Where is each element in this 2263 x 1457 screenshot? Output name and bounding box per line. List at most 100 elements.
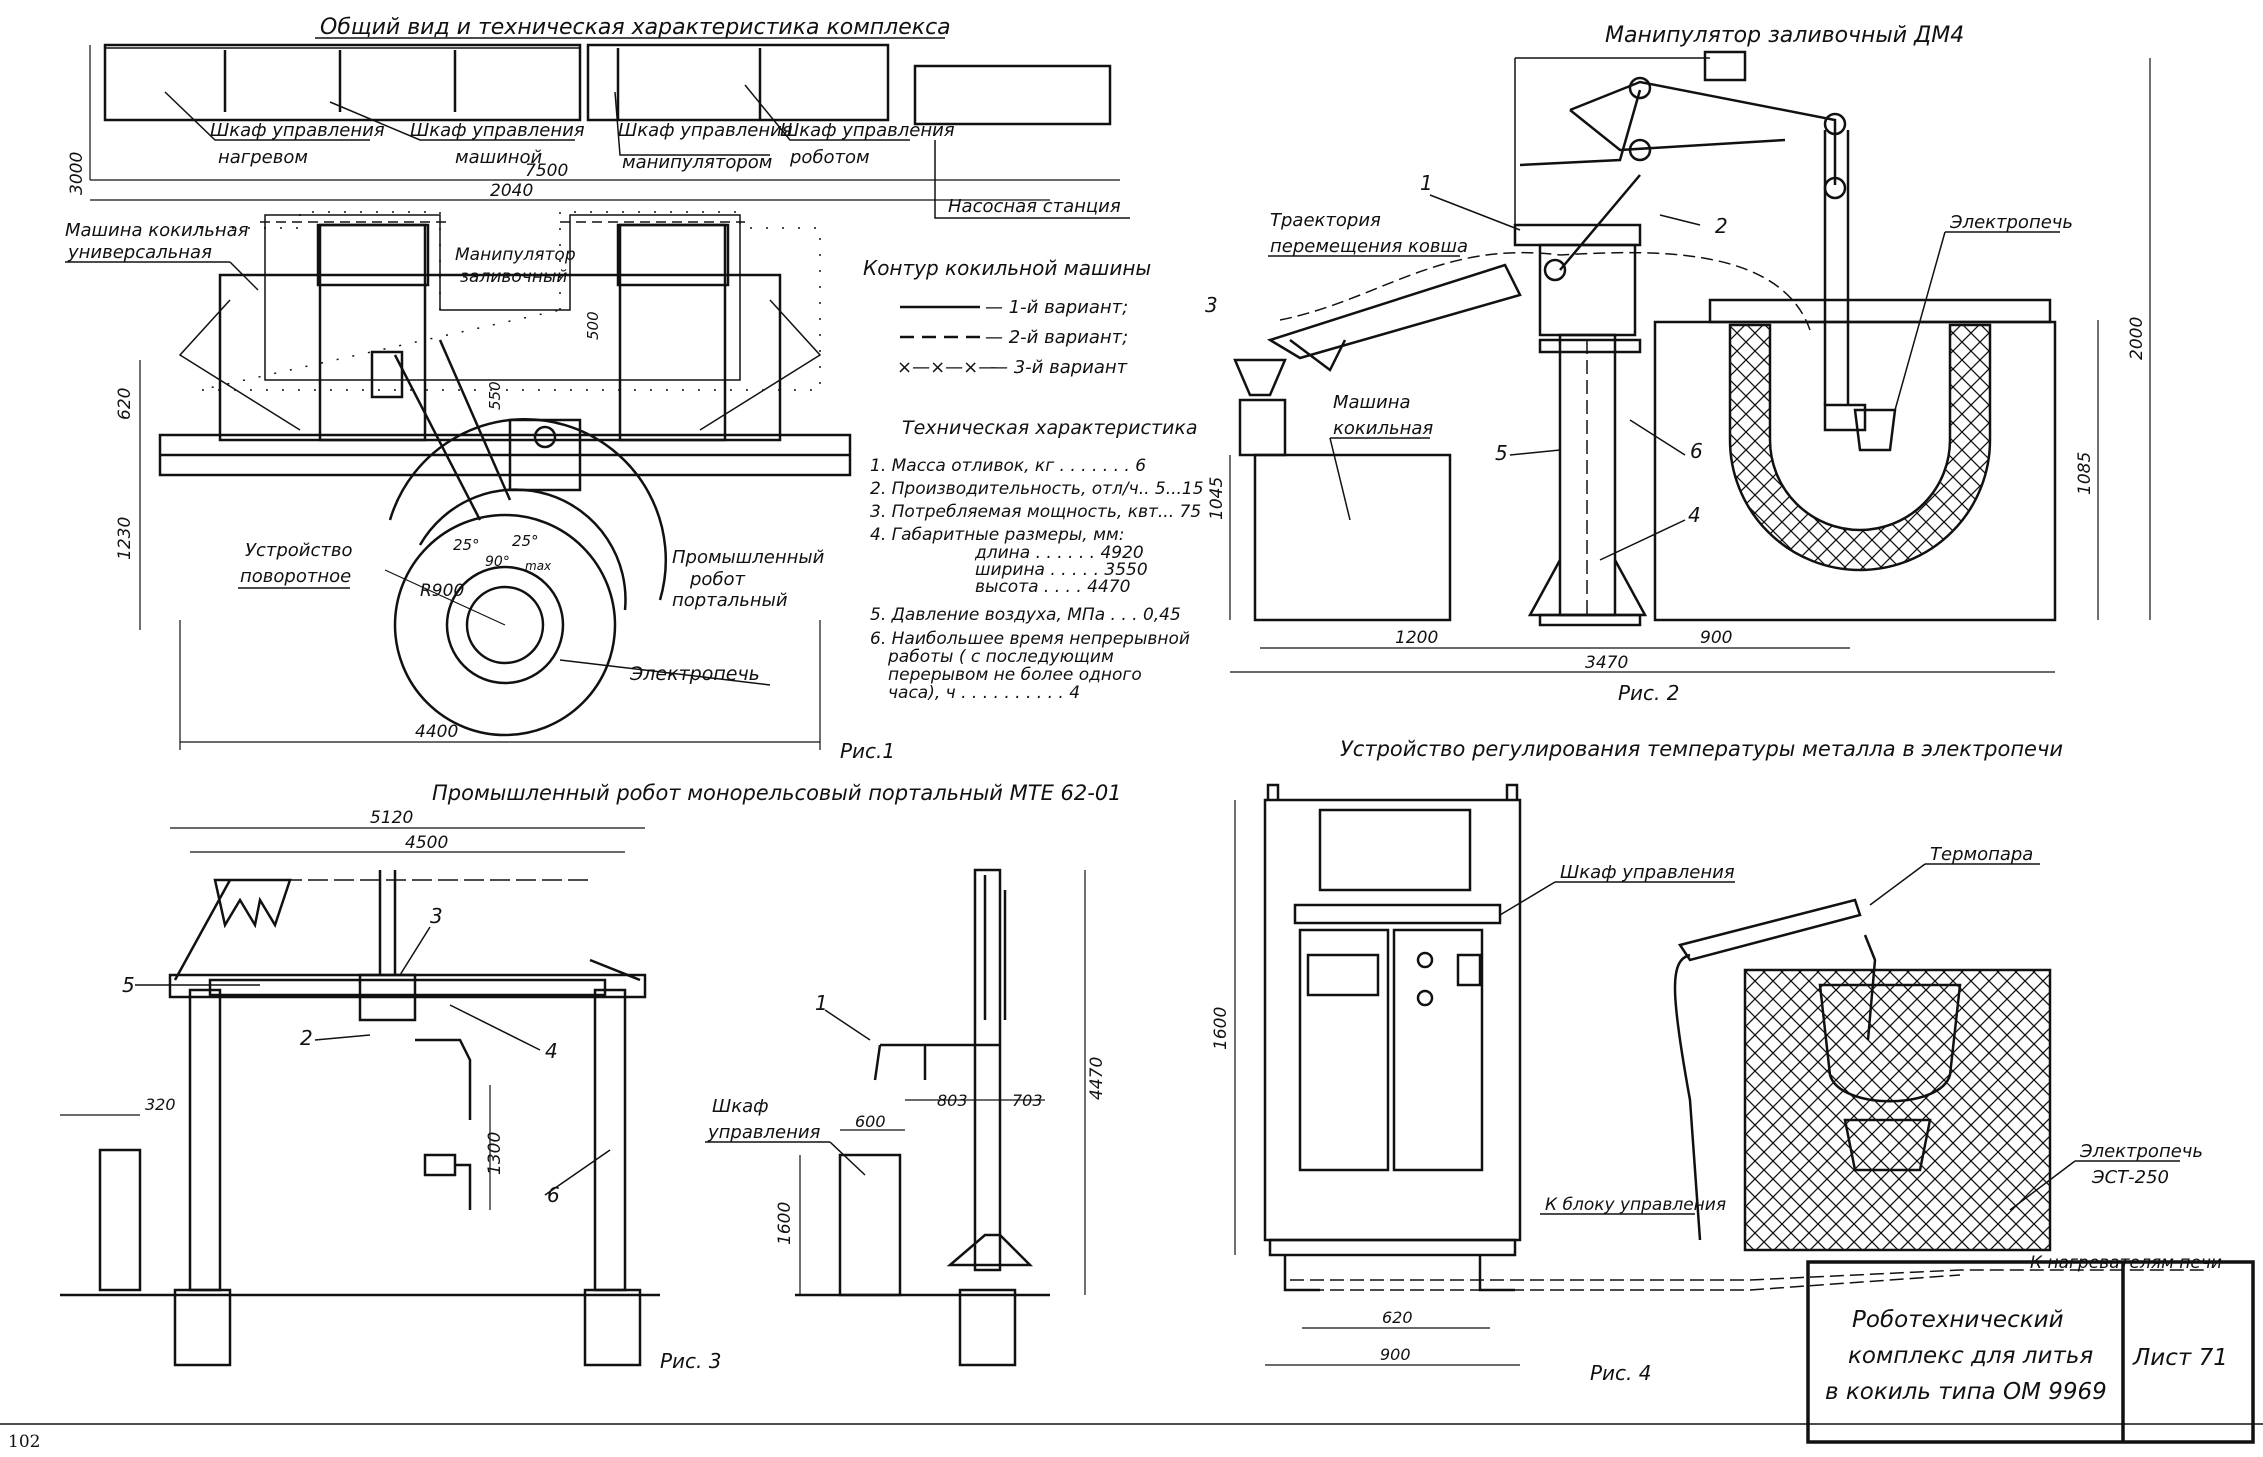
fig3-dim-4470: 4470 <box>1087 1057 1107 1100</box>
fig2-dim-1045: 1045 <box>1207 477 1227 520</box>
fig3-callout-4: 4 <box>545 1039 558 1063</box>
contour-legend: Контур кокильной машины — 1-й вариант; —… <box>863 256 1151 378</box>
tech-item-5: длина . . . . . . 4920 <box>974 543 1144 563</box>
fig1-angle-25a: 25° <box>453 536 480 554</box>
fig3-dim-803: 803 <box>937 1091 968 1110</box>
tech-item-1: 1. Масса отливок, кг . . . . . . . 6 <box>870 456 1146 476</box>
fig4-thermocouple-label: Термопара <box>1930 844 2033 865</box>
fig2-furnace-label: Электропечь <box>1949 212 2073 233</box>
fig1-machine-cabinet-label-1: Шкаф управления <box>410 120 585 141</box>
fig1-dim-500: 500 <box>584 311 602 340</box>
fig1-heating-cabinet-label-1: Шкаф управления <box>210 120 385 141</box>
fig1-manip-cabinet-label-2: манипулятором <box>622 152 772 173</box>
tech-item-10: работы ( с последующим <box>887 647 1114 667</box>
fig3-cabinet-label-2: управления <box>707 1122 821 1143</box>
fig3-dim-320: 320 <box>145 1095 176 1114</box>
title-block-sheet: Лист 71 <box>2132 1345 2228 1371</box>
contour-variant-3: — 3-й вариант <box>990 357 1128 378</box>
fig3-callout-5: 5 <box>122 973 135 997</box>
fig3-dim-5120: 5120 <box>370 808 413 828</box>
title-block: Роботехнический комплекс для литья в кок… <box>1806 1260 2255 1444</box>
tech-item-3: 3. Потребляемая мощность, квт... 75 <box>870 502 1201 522</box>
contour-variant-1: — 1-й вариант; <box>985 297 1128 318</box>
fig2-dim-1085: 1085 <box>2075 452 2095 495</box>
fig2-dim-900: 900 <box>1700 628 1732 648</box>
fig2-callout-3: 3 <box>1205 293 1218 317</box>
fig1-dim-r900: R900 <box>420 581 464 601</box>
tech-item-7: высота . . . . 4470 <box>975 577 1130 597</box>
fig3-dim-1600: 1600 <box>775 1202 795 1245</box>
fig1-machine-cabinet-label-2: машиной <box>455 147 543 168</box>
contour-variant-2: — 2-й вариант; <box>985 327 1128 348</box>
fig1-angle-max: max <box>525 559 552 573</box>
fig2-machine-label-2: кокильная <box>1333 418 1433 439</box>
fig4-caption: Рис. 4 <box>1590 1361 1652 1385</box>
fig1-angle-25b: 25° <box>512 532 539 550</box>
fig1-heating-cabinet-label-2: нагревом <box>218 147 308 168</box>
fig4-temperature-control: Устройство регулирования температуры мет… <box>1211 737 2222 1385</box>
fig4-cabinet-label: Шкаф управления <box>1560 862 1735 883</box>
fig3-dim-1300: 1300 <box>485 1132 505 1175</box>
fig3-title: Промышленный робот монорельсовый порталь… <box>432 781 1122 805</box>
fig4-dim-1600: 1600 <box>1211 1007 1231 1050</box>
fig3-callout-6: 6 <box>547 1183 560 1207</box>
fig1-title: Общий вид и техническая характеристика к… <box>320 15 951 40</box>
fig1-machine-label-1: Машина кокильная <box>65 220 249 241</box>
fig2-machine-label-1: Машина <box>1333 392 1411 413</box>
tech-item-9: 6. Наибольшее время непрерывной <box>870 629 1190 649</box>
tech-item-4: 4. Габаритные размеры, мм: <box>870 525 1125 545</box>
tech-specs: Техническая характеристика 1. Масса отли… <box>870 417 1204 703</box>
fig1-rotary-label-2: поворотное <box>240 566 351 587</box>
fig1-manip-cabinet-label-1: Шкаф управления <box>618 120 793 141</box>
fig3-caption: Рис. 3 <box>660 1349 722 1373</box>
fig3-dim-4500: 4500 <box>405 833 448 853</box>
fig4-furnace-label-1: Электропечь <box>2079 1141 2203 1162</box>
fig1-caption: Рис.1 <box>840 739 895 763</box>
fig3-portal-robot: Промышленный робот монорельсовый порталь… <box>60 781 1122 1373</box>
fig2-callout-1: 1 <box>1420 171 1433 195</box>
fig2-dim-1200: 1200 <box>1395 628 1438 648</box>
fig2-title: Манипулятор заливочный ДМ4 <box>1605 23 1964 48</box>
fig2-dim-2000: 2000 <box>2127 317 2147 360</box>
title-block-name-1: Роботехнический <box>1852 1307 2064 1333</box>
tech-item-11: перерывом не более одного <box>888 665 1142 685</box>
fig2-trajectory-label-2: перемещения ковша <box>1270 236 1468 257</box>
fig1-robot-cabinet-label-1: Шкаф управления <box>780 120 955 141</box>
fig1-dim-4400: 4400 <box>415 722 458 742</box>
fig1-manipulator-label-2: заливочный <box>460 267 567 287</box>
fig4-dim-900: 900 <box>1380 1345 1411 1364</box>
fig3-dim-703: 703 <box>1012 1091 1043 1110</box>
fig1-dim-7500: 7500 <box>525 161 568 181</box>
fig3-callout-3: 3 <box>430 904 443 928</box>
fig1-robot-label-1: Промышленный <box>672 547 825 568</box>
fig1-manipulator-label-1: Манипулятор <box>455 245 576 265</box>
fig3-callout-2: 2 <box>300 1026 313 1050</box>
fig2-callout-2: 2 <box>1715 214 1728 238</box>
fig3-dim-600: 600 <box>855 1112 886 1131</box>
tech-item-12: часа), ч . . . . . . . . . . 4 <box>888 683 1080 703</box>
fig4-furnace-label-2: ЭСТ-250 <box>2091 1167 2169 1188</box>
contour-variant-3-marks: ×—×—×— <box>897 357 996 378</box>
fig1-dim-1230: 1230 <box>115 517 135 560</box>
fig3-cabinet-label-1: Шкаф <box>712 1096 769 1117</box>
fig4-title: Устройство регулирования температуры мет… <box>1340 737 2063 761</box>
fig1-dim-3000: 3000 <box>67 152 87 195</box>
tech-item-2: 2. Производительность, отл/ч.. 5...15 <box>870 479 1204 499</box>
fig2-pouring-manipulator: Манипулятор заливочный ДМ4 Машина кокиль… <box>1205 23 2151 705</box>
title-block-name-2: комплекс для литья <box>1848 1343 2093 1369</box>
fig1-dim-2040: 2040 <box>490 181 533 201</box>
fig2-trajectory-label-1: Траектория <box>1270 210 1381 231</box>
fig2-callout-5: 5 <box>1495 441 1508 465</box>
fig1-robot-cabinet-label-2: роботом <box>789 147 870 168</box>
fig1-robot-label-2: робот <box>689 569 746 590</box>
contour-title: Контур кокильной машины <box>863 256 1151 280</box>
fig1-machine-label-2: универсальная <box>67 242 212 263</box>
fig3-callout-1: 1 <box>815 991 828 1015</box>
fig1-pump-station-label: Насосная станция <box>948 196 1121 217</box>
fig4-dim-620: 620 <box>1382 1308 1413 1327</box>
tech-title: Техническая характеристика <box>902 417 1197 439</box>
tech-item-6: ширина . . . . . 3550 <box>975 560 1148 580</box>
title-block-name-3: в кокиль типа ОМ 9969 <box>1825 1379 2107 1405</box>
